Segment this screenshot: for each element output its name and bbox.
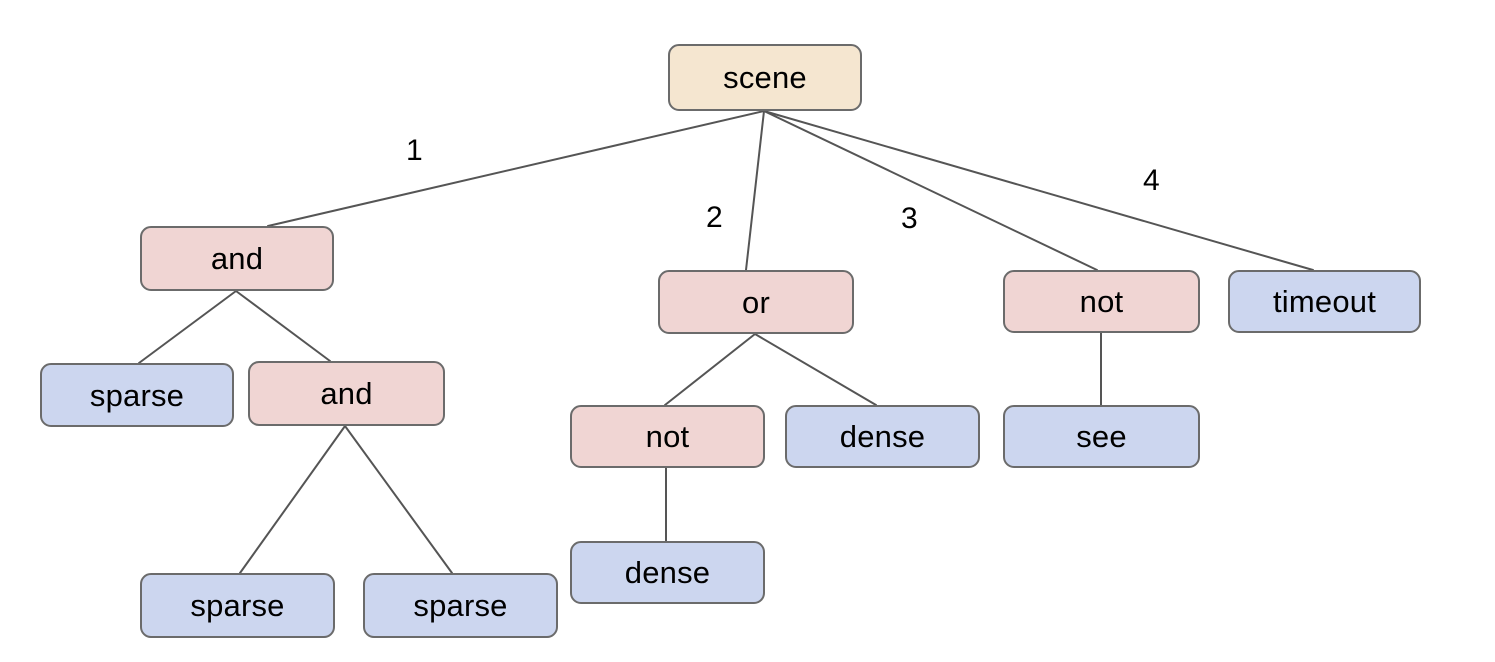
tree-edge-and1-to-sparse1 bbox=[138, 290, 237, 364]
tree-node-label: sparse bbox=[190, 588, 285, 623]
tree-node-label: not bbox=[1079, 284, 1124, 319]
tree-node-label: timeout bbox=[1272, 284, 1377, 319]
tree-node-label: sparse bbox=[89, 377, 185, 413]
tree-node-label: not bbox=[645, 419, 690, 454]
tree-edge-scene-to-or1 bbox=[745, 110, 765, 271]
tree-node-not2[interactable]: not bbox=[1003, 270, 1200, 333]
tree-node-label: and bbox=[210, 241, 264, 276]
tree-node-see1[interactable]: see bbox=[1003, 405, 1200, 468]
tree-node-and1[interactable]: and bbox=[140, 226, 334, 291]
tree-node-label: and bbox=[320, 376, 373, 411]
edge-order-label-3: 3 bbox=[901, 202, 918, 235]
tree-edge-or1-to-dense1 bbox=[754, 333, 877, 406]
tree-node-timeout1[interactable]: timeout bbox=[1228, 270, 1421, 333]
tree-node-sparse1[interactable]: sparse bbox=[40, 363, 234, 427]
tree-node-label: scene bbox=[723, 60, 807, 95]
tree-edge-scene-to-timeout1 bbox=[763, 110, 1314, 271]
tree-node-label: dense bbox=[839, 419, 926, 454]
tree-edge-scene-to-and1 bbox=[267, 110, 765, 227]
tree-node-dense2[interactable]: dense bbox=[570, 541, 765, 604]
tree-node-not1[interactable]: not bbox=[570, 405, 765, 468]
tree-edge-scene-to-not2 bbox=[763, 110, 1098, 271]
tree-node-and2[interactable]: and bbox=[248, 361, 445, 426]
tree-edge-and2-to-sparse2 bbox=[239, 425, 346, 574]
tree-edge-or1-to-not1 bbox=[664, 333, 756, 406]
edge-order-label-2: 2 bbox=[706, 201, 723, 234]
tree-node-label: dense bbox=[624, 555, 711, 590]
edge-order-label-1: 1 bbox=[406, 134, 423, 167]
tree-node-scene[interactable]: scene bbox=[668, 44, 862, 111]
tree-edge-and2-to-sparse3 bbox=[344, 425, 453, 574]
tree-node-label: or bbox=[742, 284, 770, 320]
tree-node-sparse3[interactable]: sparse bbox=[363, 573, 558, 638]
tree-node-or1[interactable]: or bbox=[658, 270, 854, 334]
tree-node-dense1[interactable]: dense bbox=[785, 405, 980, 468]
tree-node-sparse2[interactable]: sparse bbox=[140, 573, 335, 638]
tree-node-label: sparse bbox=[413, 588, 508, 623]
tree-edge-and1-to-and2 bbox=[235, 290, 331, 362]
edge-order-label-4: 4 bbox=[1143, 164, 1160, 197]
tree-node-label: see bbox=[1076, 419, 1127, 454]
